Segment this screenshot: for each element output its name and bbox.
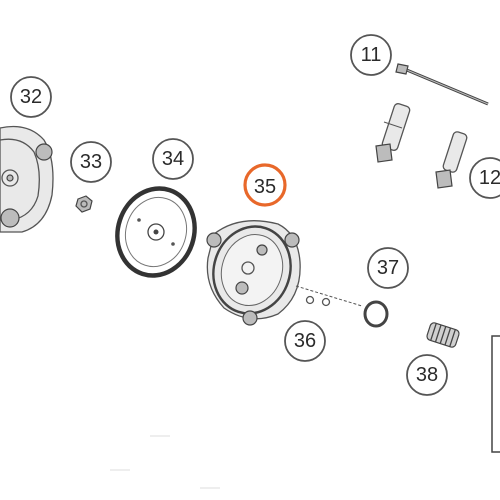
callout-35: 35	[243, 163, 287, 207]
part-34-diaphragm	[115, 186, 197, 278]
part-38-spring	[426, 322, 460, 348]
callout-label-38: 38	[416, 364, 438, 386]
callout-36: 36	[284, 320, 326, 362]
callout-label-12: 12	[479, 167, 500, 189]
callout-circle	[367, 247, 409, 289]
parts-box-outline	[491, 335, 500, 453]
callout-label-36: 36	[294, 330, 316, 352]
part-36-pins	[295, 285, 363, 307]
callout-11: 11	[350, 34, 392, 76]
part-32-housing-cover	[0, 125, 54, 233]
callout-label-11: 11	[361, 44, 382, 66]
callout-circle	[10, 76, 52, 118]
callout-12: 12	[469, 157, 500, 199]
part-35-pump-housing	[206, 220, 301, 326]
part-33-nut	[75, 195, 93, 213]
callout-32: 32	[10, 76, 52, 118]
callout-circle	[152, 138, 194, 180]
part-37-o-ring	[363, 300, 389, 328]
callout-label-34: 34	[162, 148, 184, 170]
highlight-ring	[243, 163, 287, 207]
callout-34: 34	[152, 138, 194, 180]
callout-circle	[350, 34, 392, 76]
callout-circle	[70, 141, 112, 183]
callout-label-37: 37	[377, 257, 399, 279]
callout-33: 33	[70, 141, 112, 183]
callout-label-32: 32	[20, 86, 42, 108]
callout-label-33: 33	[80, 151, 102, 173]
callout-37: 37	[367, 247, 409, 289]
callout-label-35: 35	[254, 176, 276, 198]
callout-38: 38	[406, 354, 448, 396]
faint-marks	[110, 435, 220, 489]
callout-circle	[284, 320, 326, 362]
part-11-rod	[395, 63, 489, 106]
callout-circle	[406, 354, 448, 396]
callout-circle	[469, 157, 500, 199]
part-12-fittings	[375, 103, 468, 189]
